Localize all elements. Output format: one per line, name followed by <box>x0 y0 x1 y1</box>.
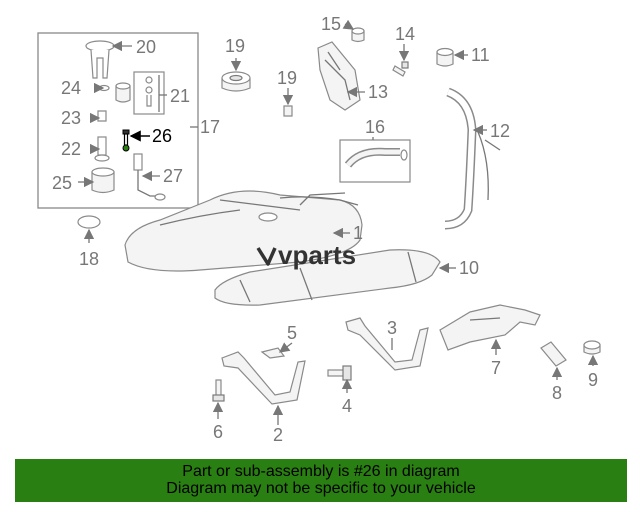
callout-23: 23 <box>61 108 81 128</box>
callout-11: 11 <box>471 45 490 65</box>
part-16-drawing <box>339 139 411 183</box>
part-3-strap-drawing <box>345 317 429 371</box>
callout-19-clip: 19 <box>277 68 297 88</box>
part-2-strap-drawing <box>221 351 306 405</box>
callout-22: 22 <box>61 139 81 159</box>
part-27-drawing <box>133 153 166 201</box>
part-19a-drawing <box>221 71 251 92</box>
callout-14: 14 <box>395 24 415 44</box>
callout-15: 15 <box>321 14 341 34</box>
callout-6: 6 <box>213 422 223 442</box>
callout-19-top: 19 <box>225 36 245 56</box>
callout-labels: 20 24 21 23 17 26 22 27 25 18 19 19 15 1… <box>52 14 598 445</box>
part-10-shield-drawing <box>214 249 441 306</box>
callout-13: 13 <box>368 82 388 102</box>
part-12-drawing <box>444 87 501 230</box>
banner-line-2: Diagram may not be specific to your vehi… <box>166 480 476 497</box>
callout-7: 7 <box>491 358 501 378</box>
callout-3: 3 <box>387 318 397 338</box>
watermark-text: vparts <box>278 240 356 270</box>
callout-20: 20 <box>136 37 156 57</box>
callout-1: 1 <box>353 223 363 243</box>
part-5-drawing <box>260 347 286 359</box>
part-25-drawing <box>91 167 115 194</box>
callout-2: 2 <box>273 425 283 445</box>
diagram-canvas: 20 24 21 23 17 26 22 27 25 18 19 19 15 1… <box>37 14 601 445</box>
banner-line-1: Part or sub-assembly is #26 in diagram <box>182 463 460 480</box>
callout-27: 27 <box>163 166 183 186</box>
callout-18: 18 <box>79 249 99 269</box>
callout-17: 17 <box>200 117 220 137</box>
part-4-drawing <box>327 365 352 381</box>
sub-assembly-box <box>37 32 199 209</box>
callout-4: 4 <box>342 396 352 416</box>
part-14-drawing <box>392 61 409 77</box>
part-18-drawing <box>77 215 101 229</box>
part-1-fuel-tank-drawing <box>124 190 363 272</box>
part-8-drawing <box>540 341 567 367</box>
part-26-drawing <box>122 129 130 152</box>
callout-21: 21 <box>170 86 190 106</box>
part-7-drawing <box>439 304 541 351</box>
callout-8: 8 <box>552 383 562 403</box>
callout-16: 16 <box>365 117 385 137</box>
part-15-drawing <box>351 27 365 43</box>
part-23-drawing <box>97 110 107 122</box>
part-6-drawing <box>212 379 225 402</box>
callout-5: 5 <box>287 323 297 343</box>
leader-lines <box>78 19 599 425</box>
callout-25: 25 <box>52 173 72 193</box>
callout-10: 10 <box>459 258 479 278</box>
info-banner: Part or sub-assembly is #26 in diagram D… <box>15 459 627 502</box>
part-25b-drawing <box>115 82 131 103</box>
callout-26: 26 <box>152 126 172 146</box>
vparts-watermark: vparts <box>256 240 356 270</box>
part-13-drawing <box>317 41 361 111</box>
callout-12: 12 <box>490 121 510 141</box>
callout-24: 24 <box>61 78 81 98</box>
part-19b-drawing <box>283 105 293 117</box>
part-11-drawing <box>436 47 454 67</box>
callout-9: 9 <box>588 370 598 390</box>
part-9-drawing <box>583 340 601 355</box>
part-20-drawing <box>85 40 115 79</box>
